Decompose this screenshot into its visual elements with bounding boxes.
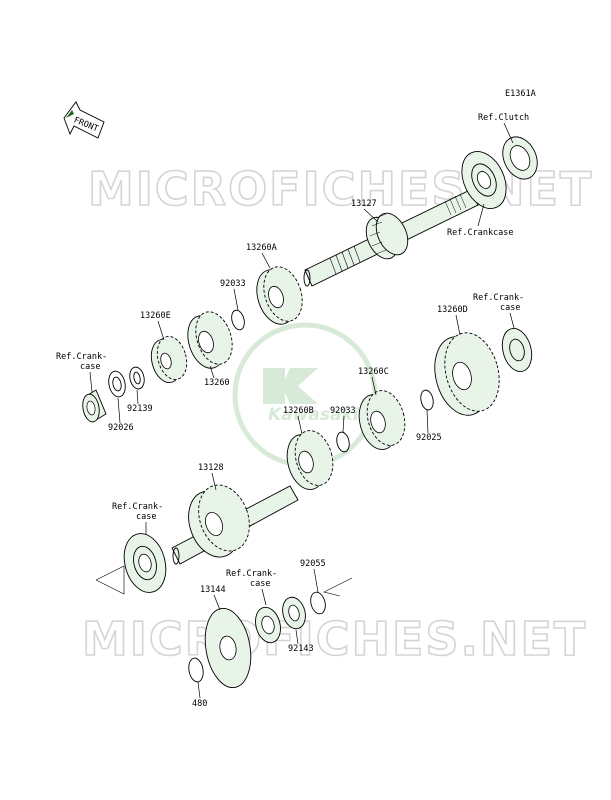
label-ref-crankcase-top: Ref.Crankcase bbox=[447, 228, 514, 238]
label-ref-crankcase-left-1: Ref.Crank- bbox=[56, 352, 107, 362]
watermark-bottom: MICROFICHES.NET bbox=[82, 612, 587, 666]
bearing-ref-crankcase-left bbox=[82, 389, 107, 423]
label-13260A: 13260A bbox=[246, 243, 277, 253]
bearing-ref-crankcase-top bbox=[461, 151, 507, 209]
bearing-ref-clutch bbox=[502, 136, 538, 180]
gear-13260A bbox=[256, 266, 303, 325]
label-13260B: 13260B bbox=[283, 406, 314, 416]
gear-13260 bbox=[187, 311, 233, 369]
label-ref-crankcase-low-1: Ref.Crank- bbox=[226, 569, 277, 579]
mainshaft-13127 bbox=[303, 189, 479, 287]
label-13260D: 13260D bbox=[437, 305, 468, 315]
bushing-92139 bbox=[129, 366, 145, 390]
label-13144: 13144 bbox=[200, 585, 226, 595]
washer-92025 bbox=[420, 389, 434, 411]
label-ref-crankcase-right-2: case bbox=[500, 303, 520, 313]
label-92033-lower: 92033 bbox=[330, 406, 356, 416]
label-ref-crankcase-mid-1: Ref.Crank- bbox=[112, 502, 163, 512]
label-ref-crankcase-right-1: Ref.Crank- bbox=[473, 293, 524, 303]
label-92139: 92139 bbox=[127, 404, 153, 414]
label-92143: 92143 bbox=[288, 644, 314, 654]
collar-92143 bbox=[282, 596, 306, 630]
sprocket-13144 bbox=[204, 607, 252, 689]
bearing-ref-crankcase-mid bbox=[123, 533, 167, 593]
diagram-code: E1361A bbox=[505, 89, 536, 99]
label-92025: 92025 bbox=[416, 433, 442, 443]
label-ref-crankcase-mid-2: case bbox=[136, 512, 156, 522]
circlip-480 bbox=[188, 657, 204, 683]
gear-13260D bbox=[434, 332, 500, 416]
washer-92026 bbox=[108, 370, 126, 398]
label-13127: 13127 bbox=[351, 199, 377, 209]
gear-13260B bbox=[286, 430, 334, 490]
label-480: 480 bbox=[192, 699, 207, 709]
drive-shaft-13128 bbox=[171, 484, 299, 565]
bearing-ref-crankcase-right bbox=[501, 327, 533, 373]
bearing-ref-crankcase-low bbox=[255, 606, 281, 644]
gear-13260C bbox=[358, 390, 406, 450]
label-92026: 92026 bbox=[108, 423, 134, 433]
front-arrow-icon: FRONT bbox=[63, 101, 105, 139]
label-ref-crankcase-low-2: case bbox=[250, 579, 270, 589]
label-13260E: 13260E bbox=[140, 311, 171, 321]
label-92033-upper: 92033 bbox=[220, 279, 246, 289]
gear-13260E bbox=[150, 335, 188, 384]
label-92055: 92055 bbox=[300, 559, 326, 569]
o-ring-92055 bbox=[310, 591, 326, 615]
circlip-92033-upper bbox=[231, 309, 245, 331]
watermark-top: MICROFICHES.NET bbox=[88, 162, 593, 216]
label-13260C: 13260C bbox=[358, 367, 389, 377]
label-ref-clutch: Ref.Clutch bbox=[478, 113, 529, 123]
label-13260: 13260 bbox=[204, 378, 230, 388]
label-ref-crankcase-left-2: case bbox=[80, 362, 100, 372]
circlip-92033-lower bbox=[336, 431, 350, 453]
label-13128: 13128 bbox=[198, 463, 224, 473]
kawasaki-logo-text: Kawasaki bbox=[268, 405, 360, 425]
